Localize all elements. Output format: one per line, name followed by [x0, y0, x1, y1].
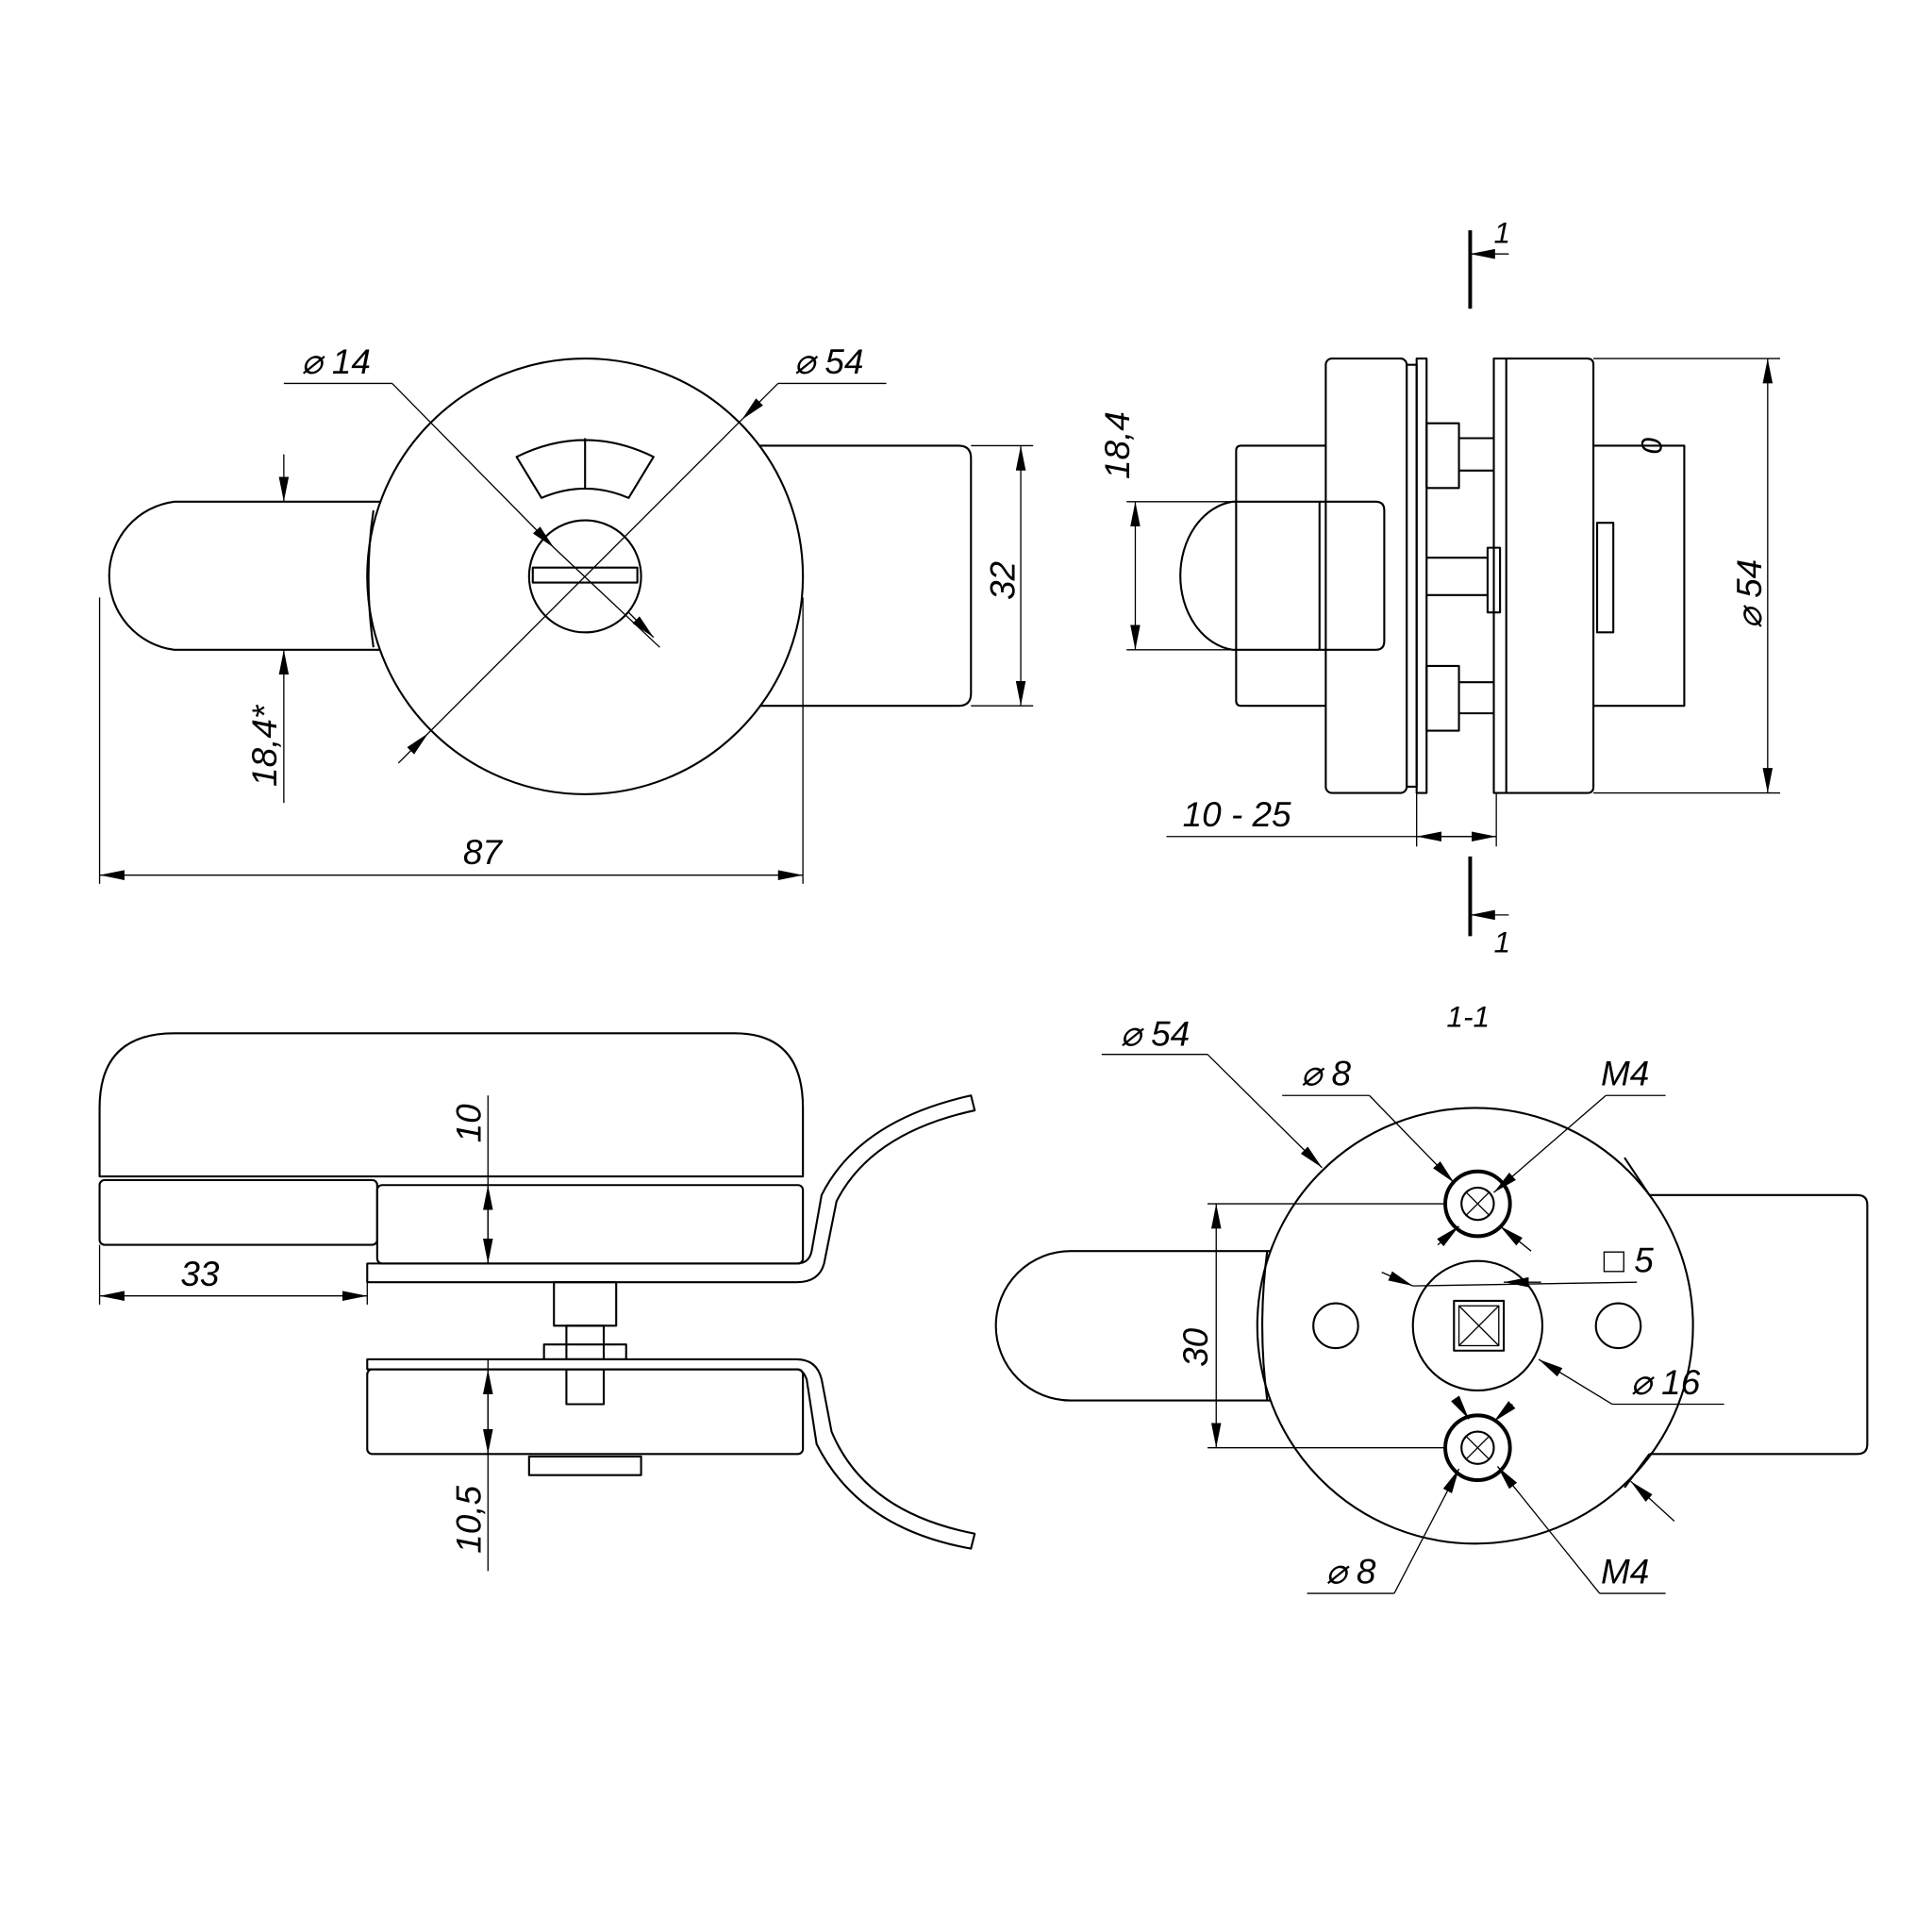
label-d-knob: ⌀ 14	[301, 342, 371, 381]
label-hole-top: ⌀ 8	[1301, 1055, 1352, 1093]
section-view: 1-1 ⌀ 54 ⌀ 8 M4 □ 5 ⌀ 16 30 ⌀ 8 M4	[994, 1000, 1869, 1594]
label-hole-bottom: ⌀ 8	[1325, 1553, 1376, 1591]
label-offset: 18,4*	[245, 704, 284, 787]
label-square: □ 5	[1604, 1241, 1655, 1280]
label-d-rose: ⌀ 54	[794, 342, 864, 381]
label-width: 33	[180, 1255, 220, 1293]
label-spacing: 30	[1176, 1327, 1215, 1367]
label-length: 87	[463, 833, 504, 872]
label-gap-top: 10	[449, 1104, 488, 1143]
label-gap-bottom: 10,5	[449, 1485, 488, 1553]
label-diameter: ⌀ 54	[1121, 1014, 1191, 1053]
bottom-view: 10 33 10,5	[98, 1032, 976, 1572]
label-height: 18,4	[1098, 411, 1137, 479]
label-thread-bottom: M4	[1601, 1553, 1649, 1591]
front-view: ⌀ 14 ⌀ 54 32 18,4* 87	[98, 342, 1034, 884]
label-mark: 0	[1635, 438, 1669, 455]
section-label-top: 1	[1494, 215, 1511, 249]
section-label-bottom: 1	[1494, 924, 1511, 958]
label-thread-top: M4	[1601, 1055, 1649, 1093]
label-thickness: 10 - 25	[1183, 795, 1291, 834]
label-height: 32	[983, 561, 1022, 600]
side-view: 1 1 18,4 ⌀ 54 10 - 25 0	[1098, 215, 1781, 958]
label-center-d: ⌀ 16	[1631, 1363, 1701, 1402]
section-title: 1-1	[1446, 1000, 1490, 1034]
label-diameter: ⌀ 54	[1730, 559, 1769, 629]
